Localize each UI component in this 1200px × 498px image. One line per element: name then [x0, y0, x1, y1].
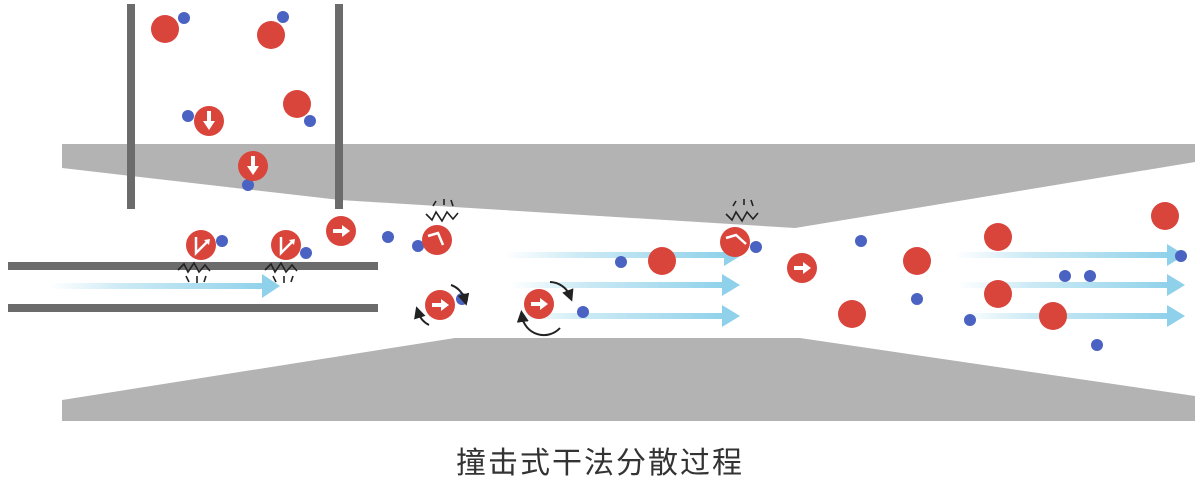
bent-arrow-icon — [194, 237, 208, 257]
rotation-arrows-icon — [516, 281, 574, 337]
blue-particle — [277, 11, 289, 23]
blue-particle — [615, 256, 627, 268]
moving-particle — [787, 253, 817, 283]
blue-particle — [1059, 270, 1071, 282]
outlet-flow-arrow-3 — [960, 305, 1185, 327]
throat-flow-arrow-2 — [510, 274, 740, 296]
red-particle — [903, 247, 931, 275]
down-arrow-icon — [247, 156, 259, 175]
right-arrow-icon — [432, 299, 449, 311]
red-particle — [648, 247, 676, 275]
impact-burst-icon — [425, 199, 459, 223]
blue-particle — [1084, 270, 1096, 282]
rotating-particle — [414, 284, 470, 326]
bent-arrow-icon — [279, 237, 293, 257]
flow-arrows — [50, 244, 1185, 327]
impact-burst-icon — [177, 261, 211, 283]
blue-particle — [750, 241, 762, 253]
hopper-right-wall — [335, 4, 343, 209]
blue-particle — [412, 240, 424, 252]
blue-particle — [304, 115, 316, 127]
inlet-tube-bottom-wall — [8, 304, 378, 312]
deflecting-particle — [186, 230, 216, 260]
blue-particle — [964, 314, 976, 326]
bent-arrow-icon — [725, 233, 747, 245]
deflecting-particle — [271, 230, 301, 260]
upper-channel-wall — [62, 144, 1195, 228]
diagram-caption: 撞击式干法分散过程 — [456, 446, 744, 481]
fine-particles — [178, 11, 1187, 351]
moving-particle — [326, 216, 356, 246]
blue-particle — [182, 110, 194, 122]
down-arrow-icon — [203, 111, 215, 130]
falling-particle — [238, 151, 268, 181]
red-particle — [1151, 202, 1179, 230]
blue-particle — [242, 179, 254, 191]
blue-particle — [300, 247, 312, 259]
right-arrow-icon — [794, 262, 811, 274]
red-particle — [151, 15, 179, 43]
impacting-particle — [720, 227, 750, 257]
blue-particle — [382, 231, 394, 243]
blue-particle — [577, 306, 589, 318]
agglomerate-particles — [151, 15, 1179, 330]
right-arrow-icon — [333, 225, 350, 237]
falling-particle — [194, 106, 224, 136]
red-particle — [283, 90, 311, 118]
impacting-particle — [422, 225, 452, 255]
blue-particle — [216, 235, 228, 247]
inlet-tube-top-wall — [8, 262, 378, 270]
blue-particle — [855, 235, 867, 247]
throat-flow-arrow-3 — [515, 305, 740, 327]
impact-burst-icon — [264, 261, 298, 283]
blue-particle — [1175, 250, 1187, 262]
red-particle — [984, 280, 1012, 308]
rotating-particle — [516, 281, 574, 337]
right-arrow-icon — [531, 298, 548, 310]
lower-channel-wall — [62, 338, 1195, 421]
red-particle — [838, 300, 866, 328]
red-particle — [1039, 302, 1067, 330]
blue-particle — [1091, 339, 1103, 351]
outlet-flow-arrow-2 — [958, 274, 1185, 296]
blue-particle — [911, 293, 923, 305]
red-particle — [984, 223, 1012, 251]
bent-arrow-icon — [427, 231, 445, 246]
rotation-arrows-icon — [414, 284, 470, 326]
inlet-flow-arrow — [50, 274, 280, 298]
impact-burst-icon — [725, 199, 759, 223]
red-particle — [257, 21, 285, 49]
blue-particle — [178, 12, 190, 24]
hopper-left-wall — [127, 4, 135, 209]
